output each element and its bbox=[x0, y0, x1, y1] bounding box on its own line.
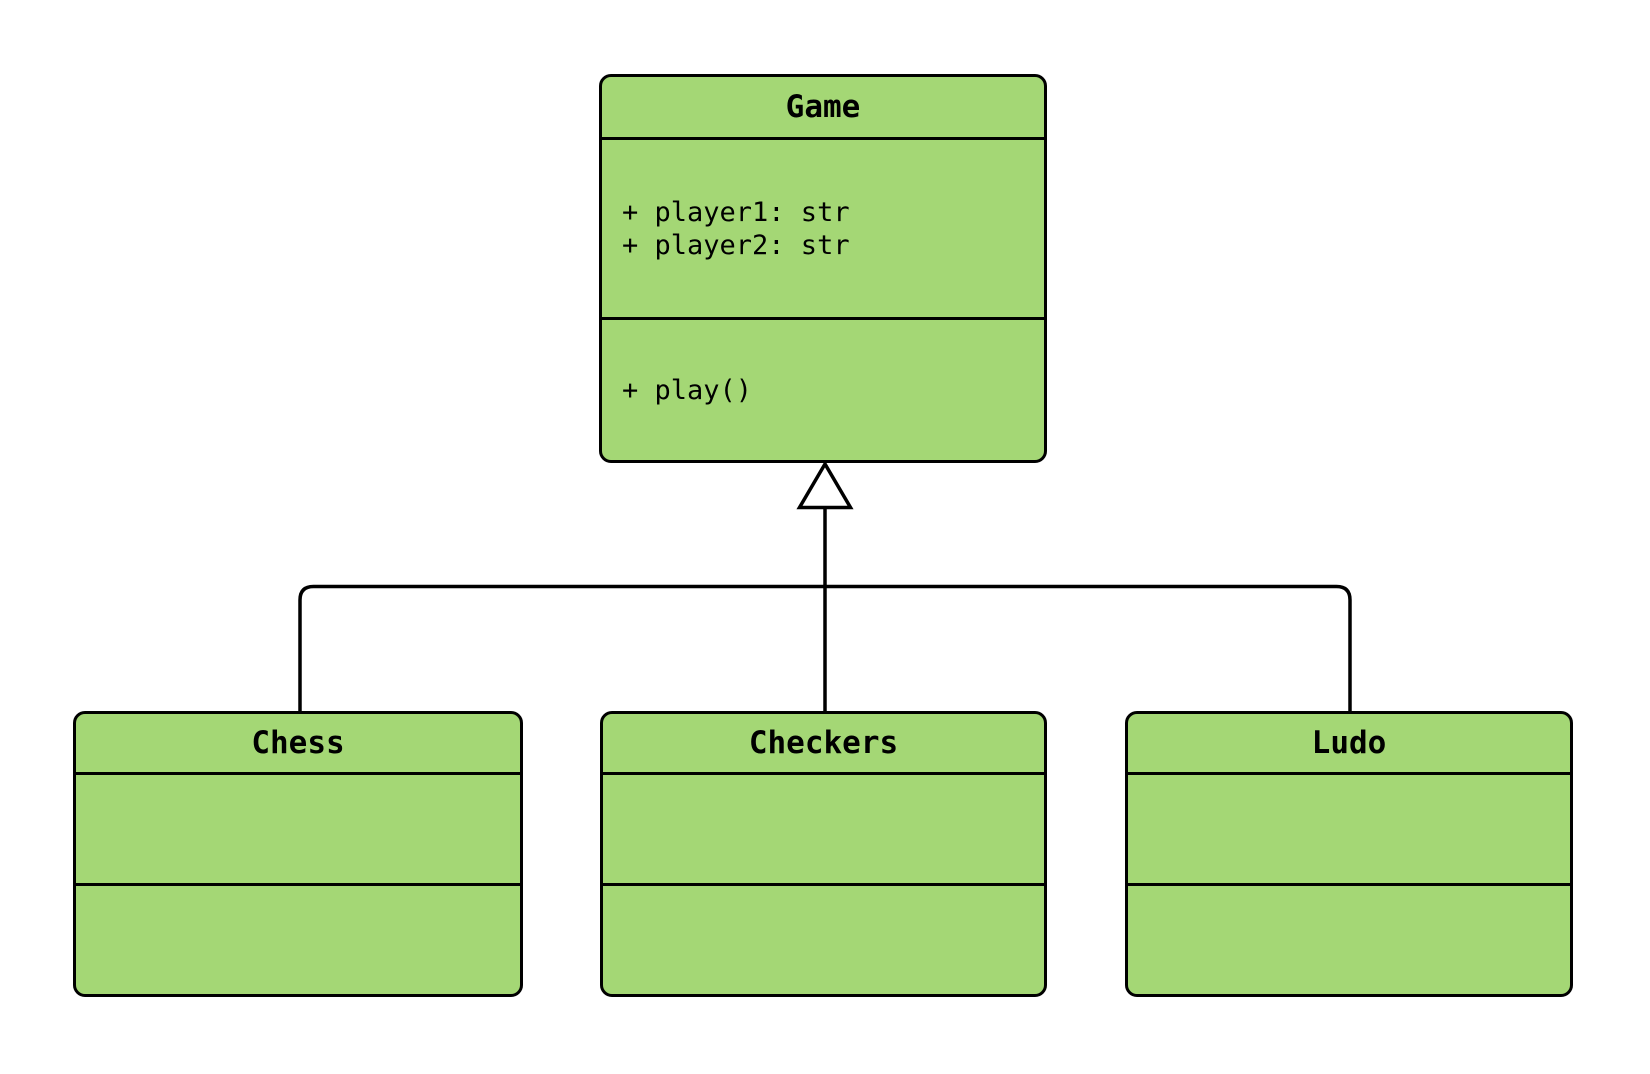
methods-compartment-chess bbox=[76, 886, 520, 994]
inheritance-triangle-icon bbox=[796, 460, 854, 510]
class-title-checkers: Checkers bbox=[603, 714, 1044, 775]
class-title-game: Game bbox=[602, 77, 1044, 140]
class-box-chess: Chess bbox=[73, 711, 523, 997]
attributes-compartment-checkers bbox=[603, 775, 1044, 886]
attribute-line: + player1: str bbox=[622, 196, 850, 228]
method-line: + play() bbox=[622, 374, 753, 406]
attributes-compartment-chess bbox=[76, 775, 520, 886]
class-title-ludo: Ludo bbox=[1128, 714, 1570, 775]
class-title-chess: Chess bbox=[76, 714, 520, 775]
methods-compartment-checkers bbox=[603, 886, 1044, 994]
methods-compartment-ludo bbox=[1128, 886, 1570, 994]
class-box-checkers: Checkers bbox=[600, 711, 1047, 997]
class-box-ludo: Ludo bbox=[1125, 711, 1573, 997]
attributes-compartment-ludo bbox=[1128, 775, 1570, 886]
attributes-compartment-game: + player1: str + player2: str bbox=[602, 140, 1044, 320]
attribute-line: + player2: str bbox=[622, 229, 850, 261]
class-box-game: Game + player1: str + player2: str + pla… bbox=[599, 74, 1047, 463]
methods-compartment-game: + play() bbox=[602, 320, 1044, 460]
